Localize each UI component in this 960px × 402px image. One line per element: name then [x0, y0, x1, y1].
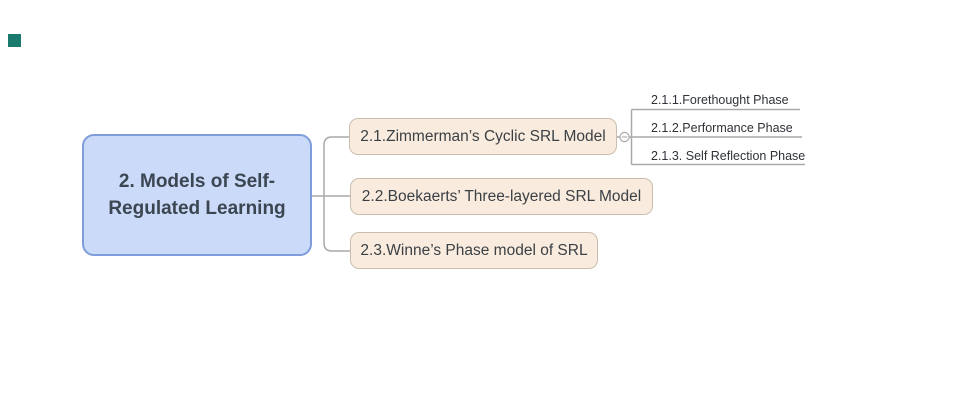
subtopic-node-2-1-3[interactable]: 2.1.3. Self Reflection Phase	[651, 149, 806, 163]
connector-branch-3	[323, 196, 350, 252]
root-topic-node[interactable]: 2. Models of Self-Regulated Learning	[82, 134, 312, 256]
branch-label-2-2: 2.2.Boekaerts’ Three-layered SRL Model	[361, 187, 642, 205]
branch-node-2-2[interactable]: 2.2.Boekaerts’ Three-layered SRL Model	[350, 178, 653, 215]
branch-label-2-1: 2.1.Zimmerman’s Cyclic SRL Model	[360, 127, 606, 145]
branch-node-2-1[interactable]: 2.1.Zimmerman’s Cyclic SRL Model	[349, 118, 617, 155]
subtopic-node-2-1-2[interactable]: 2.1.2.Performance Phase	[651, 121, 793, 135]
connector-branch-1	[323, 136, 349, 196]
subtopic-node-2-1-1[interactable]: 2.1.1.Forethought Phase	[651, 93, 789, 107]
root-topic-label: 2. Models of Self-Regulated Learning	[108, 171, 286, 219]
branch-label-2-3: 2.3.Winne’s Phase model of SRL	[360, 241, 588, 259]
collapse-toggle-icon[interactable]	[619, 131, 630, 143]
branch-node-2-3[interactable]: 2.3.Winne’s Phase model of SRL	[350, 232, 598, 269]
corner-decoration	[8, 34, 21, 47]
